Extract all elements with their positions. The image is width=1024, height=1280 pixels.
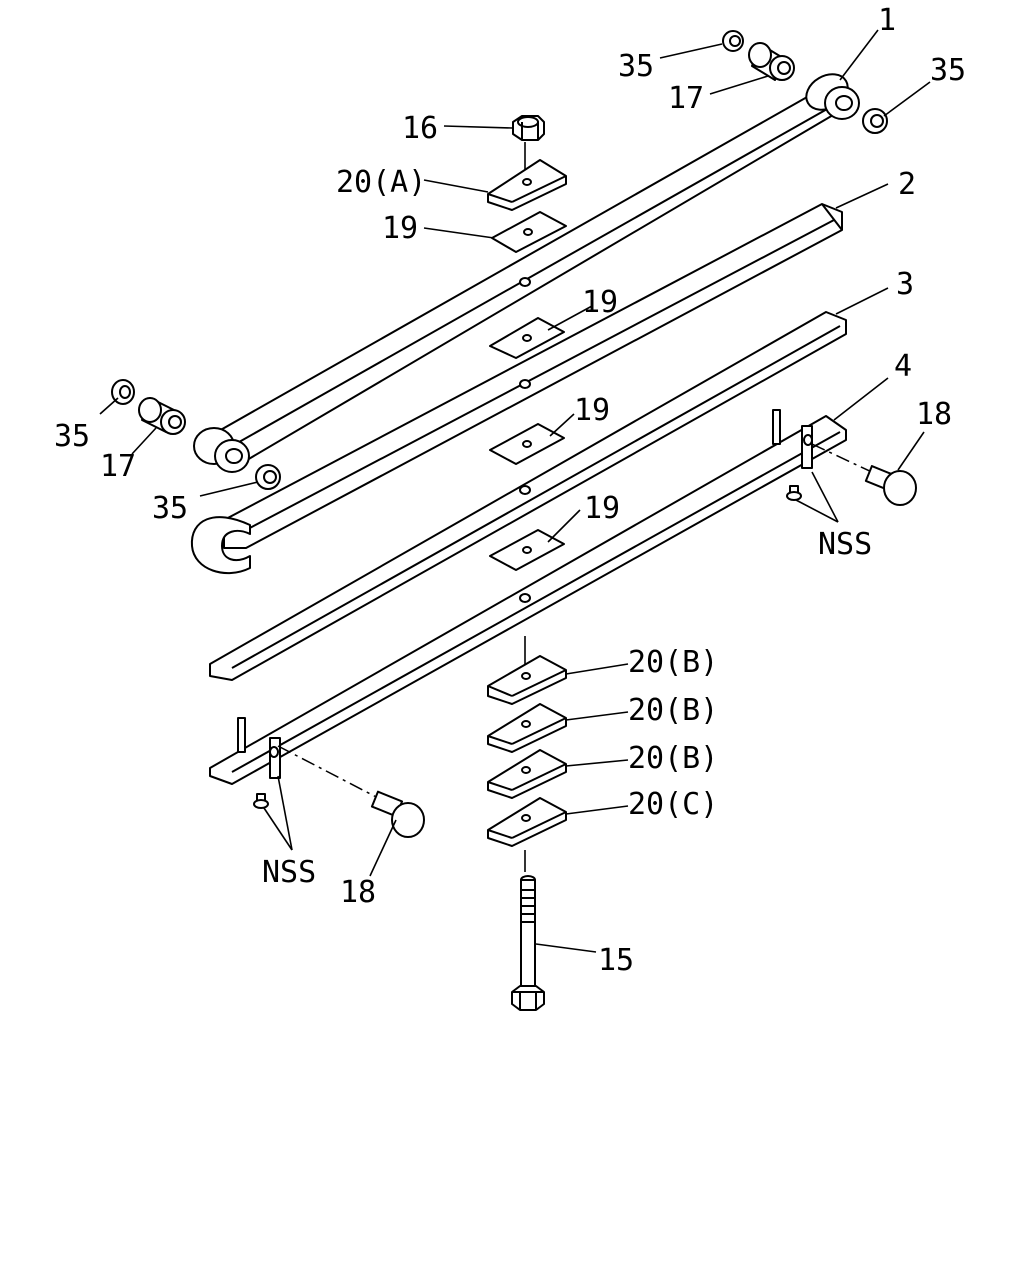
label-4: 4 <box>894 349 912 384</box>
leader-19-a <box>547 305 593 331</box>
leader-19-c <box>547 509 581 543</box>
leaf-1 <box>193 73 860 473</box>
leader-nss-left-b <box>277 775 293 851</box>
washer-35-top-left <box>722 30 744 52</box>
label-20c: 20(C) <box>628 787 718 822</box>
leader-20a <box>423 179 489 193</box>
label-20b-3: 20(B) <box>628 741 718 776</box>
leader-20c <box>565 805 629 815</box>
label-2: 2 <box>898 167 916 202</box>
leader-35-left-lower <box>199 481 259 497</box>
leaf-2-center-hole <box>519 379 531 389</box>
bolt-18-left <box>277 745 425 838</box>
leader-15 <box>535 943 597 953</box>
leader-4 <box>833 377 889 421</box>
label-20b-1: 20(B) <box>628 645 718 680</box>
plate-20b-1 <box>487 655 567 705</box>
leaf-4-clip-left <box>237 717 281 779</box>
leaf-4-center-hole <box>519 593 531 603</box>
leader-19-b <box>549 413 575 437</box>
liner-19-a <box>489 317 565 359</box>
label-1: 1 <box>878 3 896 38</box>
washer-35-left-lower <box>255 464 281 490</box>
label-35-top-left: 35 <box>618 49 654 84</box>
leader-3 <box>835 287 889 315</box>
label-3: 3 <box>896 267 914 302</box>
bushing-17-left <box>138 397 186 435</box>
leader-2 <box>835 183 889 209</box>
leader-20b-2 <box>565 711 629 721</box>
leader-35-top-right <box>883 81 931 117</box>
leader-35-left <box>99 397 119 415</box>
leaf-4-clip-right <box>772 409 813 469</box>
leader-17-top <box>709 75 769 95</box>
plate-20a <box>487 159 567 211</box>
bushing-17-top <box>748 42 795 81</box>
label-16: 16 <box>402 111 438 146</box>
leaf-1-eye-right <box>805 73 860 120</box>
label-nss-right: NSS <box>818 527 872 562</box>
bolt-18-right <box>811 443 917 506</box>
leader-35-top-left <box>659 43 723 59</box>
label-18-left: 18 <box>340 875 376 910</box>
leader-16 <box>443 125 513 129</box>
liner-19-c <box>489 529 565 571</box>
leaf-3 <box>209 311 847 681</box>
label-18-right: 18 <box>916 397 952 432</box>
label-19-top: 19 <box>382 211 418 246</box>
label-19-b: 19 <box>574 393 610 428</box>
washer-35-top-right <box>862 108 888 134</box>
label-20b-2: 20(B) <box>628 693 718 728</box>
leader-1 <box>839 29 879 81</box>
plate-20b-3 <box>487 749 567 799</box>
leader-nss-right-a <box>811 471 839 523</box>
label-19-a: 19 <box>582 285 618 320</box>
nut-16 <box>512 115 545 141</box>
clip-rivet-left <box>253 793 269 809</box>
leader-19-top <box>423 227 495 239</box>
leader-18-right <box>897 431 925 471</box>
label-17-left: 17 <box>100 449 136 484</box>
label-35-top-right: 35 <box>930 53 966 88</box>
leader-18-left <box>369 819 397 877</box>
leaf-4 <box>209 409 847 809</box>
clip-rivet-right <box>786 485 802 501</box>
label-35-left-lower: 35 <box>152 491 188 526</box>
leader-nss-right-b <box>795 499 839 523</box>
liner-19-top <box>491 211 567 253</box>
label-35-left: 35 <box>54 419 90 454</box>
leader-nss-left-a <box>263 807 293 851</box>
leaf-2 <box>190 203 843 575</box>
label-17-top: 17 <box>668 81 704 116</box>
label-nss-left: NSS <box>262 855 316 890</box>
leaf-3-center-hole <box>519 485 531 495</box>
leaf-2-eye <box>190 516 251 575</box>
label-20a: 20(A) <box>336 165 426 200</box>
leader-17-left <box>131 427 157 455</box>
label-15: 15 <box>598 943 634 978</box>
plate-20c <box>487 797 567 847</box>
leaf-1-center-hole <box>519 277 531 287</box>
center-bolt-15 <box>511 875 545 1011</box>
label-19-c: 19 <box>584 491 620 526</box>
leader-20b-3 <box>565 759 629 767</box>
liner-19-b <box>489 423 565 465</box>
plate-20b-2 <box>487 703 567 753</box>
leaf-1-eye-left <box>193 427 250 473</box>
leader-20b-1 <box>565 663 629 675</box>
